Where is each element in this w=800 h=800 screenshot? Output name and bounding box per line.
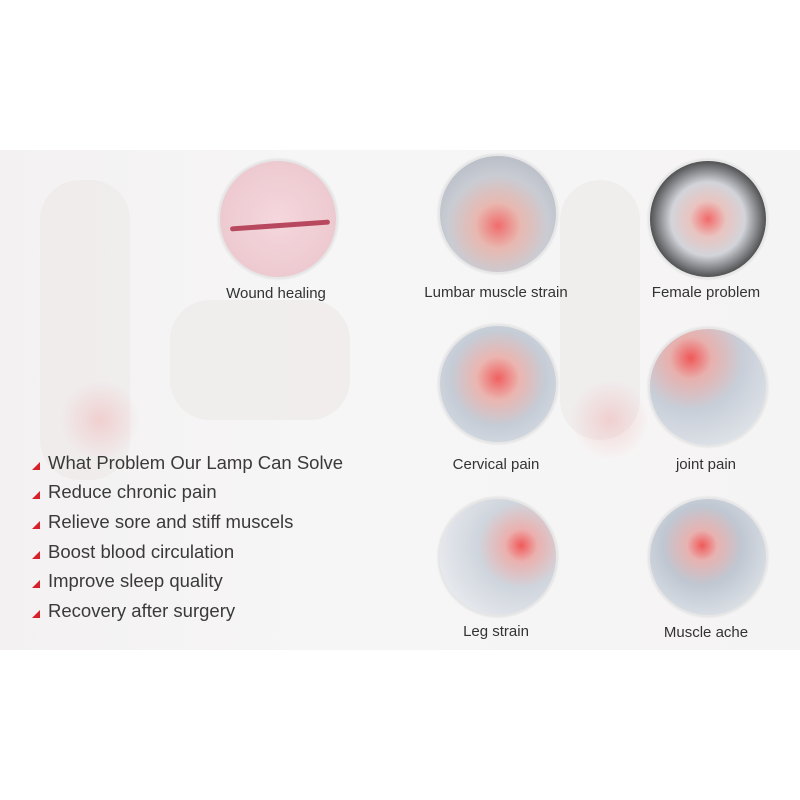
female-problem-image <box>648 159 768 279</box>
lumbar-strain-image <box>438 154 558 274</box>
benefits-list: What Problem Our Lamp Can Solve Reduce c… <box>32 448 343 626</box>
background-glow <box>60 380 140 460</box>
triangle-bullet-icon <box>32 550 40 559</box>
benefit-item: Reduce chronic pain <box>32 478 343 508</box>
benefit-item: Relieve sore and stiff muscels <box>32 507 343 537</box>
condition-label: Wound healing <box>226 285 326 302</box>
benefit-item: Improve sleep quality <box>32 566 343 596</box>
benefit-text: Boost blood circulation <box>48 540 235 562</box>
wound-healing-image <box>218 159 338 279</box>
condition-label: Female problem <box>651 284 761 301</box>
condition-label: Lumbar muscle strain <box>424 284 568 301</box>
cervical-pain-image <box>438 324 558 444</box>
triangle-bullet-icon <box>32 580 40 589</box>
benefit-item: Boost blood circulation <box>32 537 343 567</box>
benefit-text: Reduce chronic pain <box>48 481 217 503</box>
condition-label: Cervical pain <box>452 456 540 473</box>
muscle-ache-image <box>648 497 768 617</box>
heading-text: What Problem Our Lamp Can Solve <box>48 451 344 473</box>
triangle-bullet-icon <box>32 461 40 470</box>
triangle-bullet-icon <box>32 520 40 529</box>
triangle-bullet-icon <box>32 491 40 500</box>
background-glow <box>570 380 650 460</box>
joint-pain-image <box>648 327 768 447</box>
benefit-text: Improve sleep quality <box>48 570 223 592</box>
background-figure <box>170 300 350 420</box>
benefit-text: Relieve sore and stiff muscels <box>48 510 294 532</box>
benefits-heading: What Problem Our Lamp Can Solve <box>32 448 343 478</box>
background-figure <box>560 180 640 440</box>
condition-label: Muscle ache <box>663 624 749 641</box>
triangle-bullet-icon <box>32 609 40 618</box>
background-figure <box>40 180 130 480</box>
leg-strain-image <box>438 497 558 617</box>
benefit-text: Recovery after surgery <box>48 599 236 621</box>
condition-label: joint pain <box>675 456 737 473</box>
benefit-item: Recovery after surgery <box>32 596 343 626</box>
condition-label: Leg strain <box>463 623 529 640</box>
